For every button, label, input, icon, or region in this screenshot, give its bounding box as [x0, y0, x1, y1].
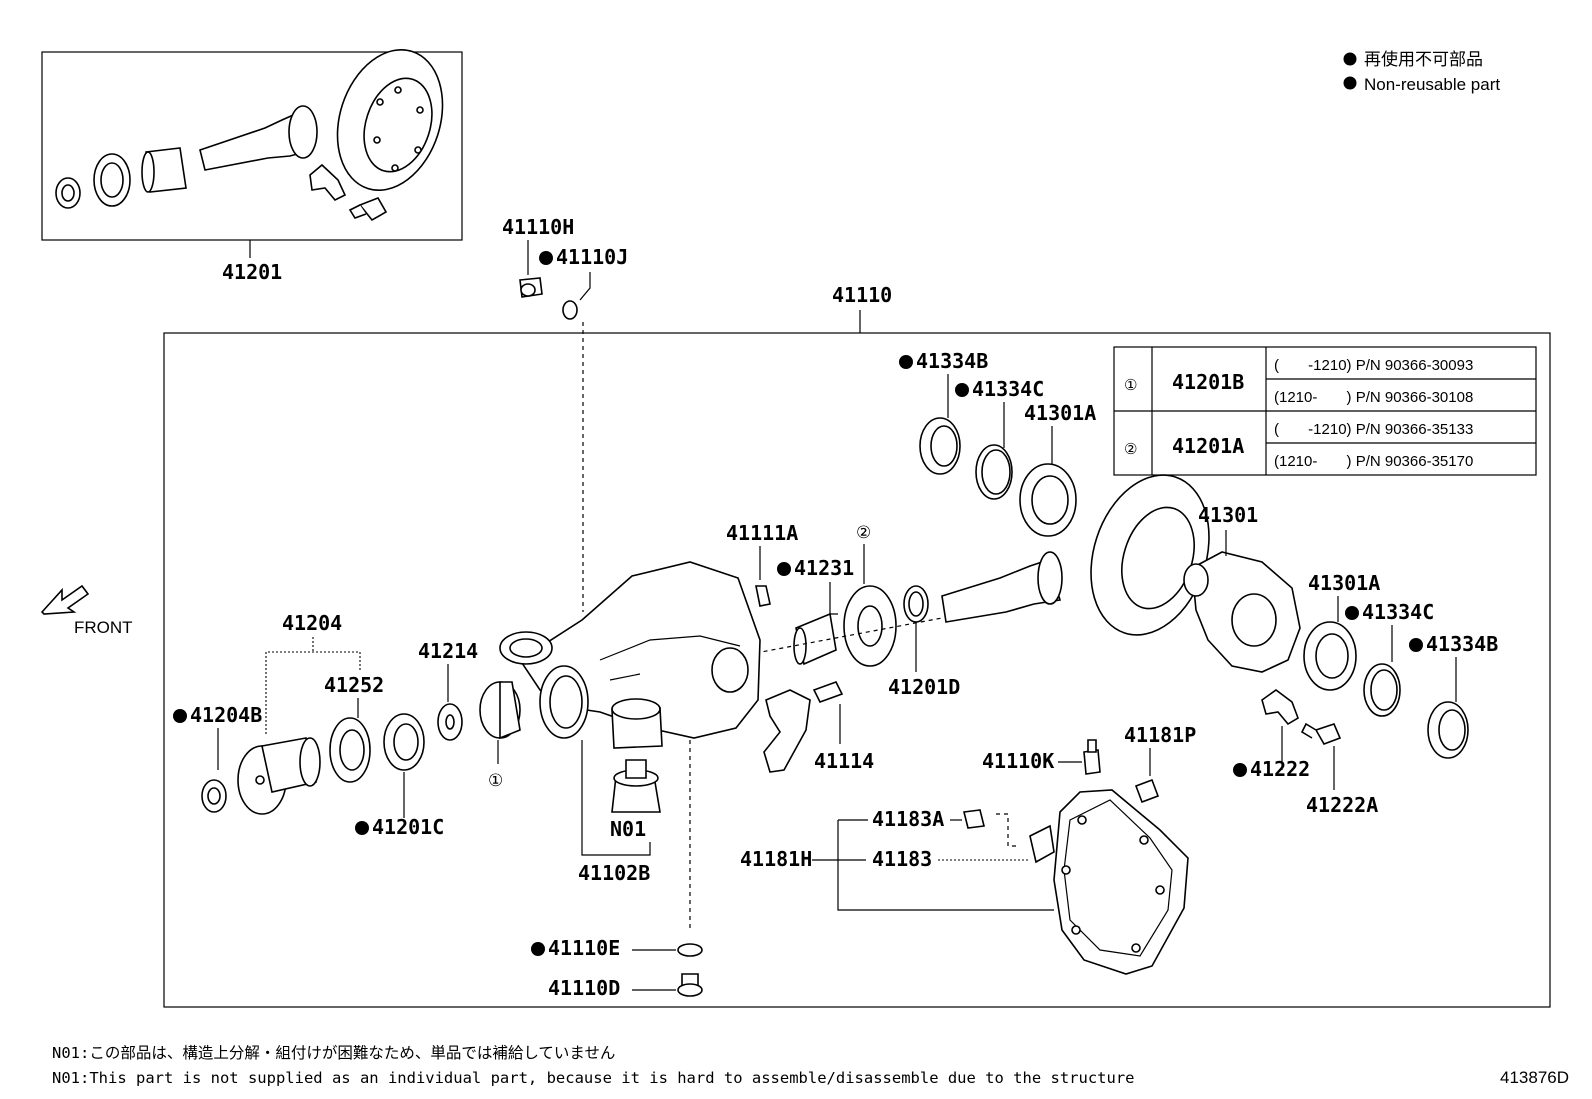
circle-mark-1: ① — [488, 771, 503, 790]
table-part-41201A: 41201A — [1172, 434, 1244, 458]
table-sub-1b: (1210- ) P/N 90366-30108 — [1274, 389, 1473, 406]
non-reusable-dot-icon — [355, 821, 369, 835]
non-reusable-dot-icon — [955, 383, 969, 397]
table-mark-1: ① — [1124, 377, 1137, 394]
label-41301: 41301 — [1198, 503, 1258, 527]
label-41301A-top: 41301A — [1024, 401, 1096, 425]
label-41102B: 41102B — [578, 861, 650, 885]
label-N01: N01 — [610, 817, 646, 841]
table-mark-2: ② — [1124, 441, 1137, 458]
drain-plug-group: 41110E 41110D — [531, 936, 703, 1000]
label-41204: 41204 — [282, 611, 342, 635]
label-41111A: 41111A — [726, 521, 798, 545]
label-41114: 41114 — [814, 749, 874, 773]
pinion-group: 41111A 41231 ② 41201D 41114 — [726, 521, 1063, 773]
table-part-41201B: 41201B — [1172, 370, 1244, 394]
label-41334B-top: 41334B — [916, 349, 988, 373]
label-41222: 41222 — [1250, 757, 1310, 781]
label-41334B-right: 41334B — [1426, 632, 1498, 656]
label-41201: 41201 — [222, 260, 282, 284]
non-reusable-dot-icon — [173, 709, 187, 723]
legend-en: Non-reusable part — [1364, 75, 1500, 94]
non-reusable-dot-icon — [531, 942, 545, 956]
label-41183A: 41183A — [872, 807, 944, 831]
non-reusable-dot-icon — [899, 355, 913, 369]
non-reusable-dot-icon — [1409, 638, 1423, 652]
label-41231: 41231 — [794, 556, 854, 580]
table-sub-2a: ( -1210) P/N 90366-35133 — [1274, 421, 1473, 438]
note-jp: N01:この部品は、構造上分解・組付けが困難なため、単品では補給していません — [52, 1044, 615, 1062]
label-41110K: 41110K — [982, 749, 1054, 773]
label-41181P: 41181P — [1124, 723, 1196, 747]
label-41334C-right: 41334C — [1362, 600, 1434, 624]
kit-41201-box: 41201 — [41, 49, 463, 284]
non-reusable-dot-icon — [1345, 606, 1359, 620]
carrier-housing — [499, 561, 761, 930]
non-reusable-dot-icon — [539, 251, 553, 265]
flange-group: 41204 41204B 41252 41201C 41214 ① — [173, 611, 521, 839]
legend: 再使用不可部品 Non-reusable part — [1343, 49, 1500, 94]
front-arrow: FRONT — [40, 584, 133, 637]
non-reusable-dot-icon — [1233, 763, 1247, 777]
note-en: N01:This part is not supplied as an indi… — [52, 1069, 1135, 1087]
non-reusable-dot-icon — [777, 562, 791, 576]
circle-mark-2: ② — [856, 523, 871, 542]
table-sub-2b: (1210- ) P/N 90366-35170 — [1274, 453, 1473, 470]
top-bearing-group: 41334B 41334C 41301A — [899, 349, 1096, 537]
diagram-id: 413876D — [1500, 1068, 1569, 1087]
label-41183: 41183 — [872, 847, 932, 871]
spec-table: ① 41201B ( -1210) P/N 90366-30093 (1210-… — [1113, 346, 1537, 476]
label-41110J: 41110J — [556, 245, 628, 269]
differential-group: 41301 41301A 41334C 41334B 41222 41222A — [1090, 474, 1498, 817]
label-41110D: 41110D — [548, 976, 620, 1000]
label-41334C-top: 41334C — [972, 377, 1044, 401]
label-41110: 41110 — [832, 283, 892, 307]
label-41110E: 41110E — [548, 936, 620, 960]
label-41181H: 41181H — [740, 847, 812, 871]
non-reusable-dot-icon — [1343, 76, 1357, 90]
label-41301A-right: 41301A — [1308, 571, 1380, 595]
label-41110H: 41110H — [502, 215, 574, 239]
table-sub-1a: ( -1210) P/N 90366-30093 — [1274, 357, 1473, 374]
assembly-41110-box — [163, 332, 1551, 1008]
label-41252: 41252 — [324, 673, 384, 697]
label-41204B: 41204B — [190, 703, 262, 727]
label-41201D: 41201D — [888, 675, 960, 699]
legend-jp: 再使用不可部品 — [1364, 49, 1483, 69]
breather-plug-group: 41110H 41110J — [502, 215, 628, 612]
front-label: FRONT — [74, 618, 133, 637]
label-41201C: 41201C — [372, 815, 444, 839]
non-reusable-dot-icon — [1343, 52, 1357, 66]
n01-group: N01 41102B — [578, 740, 661, 885]
label-41214: 41214 — [418, 639, 478, 663]
label-41222A: 41222A — [1306, 793, 1378, 817]
rear-cover-group: 41110K 41181P 41183A 41181H 41183 — [740, 723, 1196, 975]
